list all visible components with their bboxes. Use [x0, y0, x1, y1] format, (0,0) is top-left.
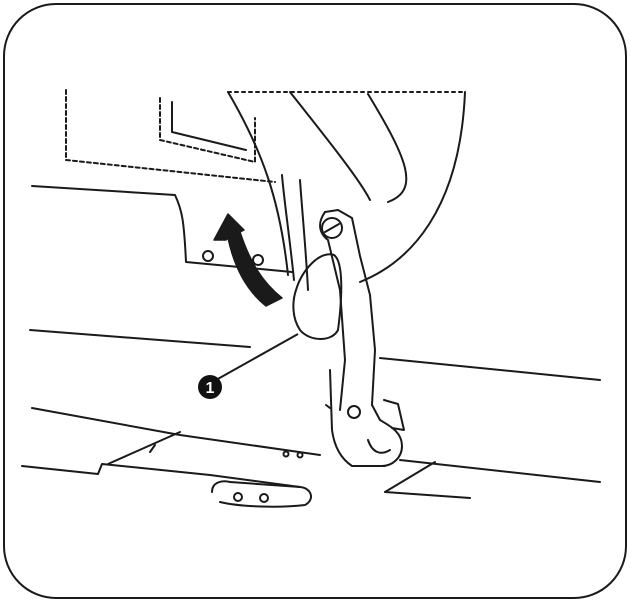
face-plate-right	[359, 91, 466, 283]
table-line-far-right	[384, 491, 471, 499]
callout-badge-1: 1	[198, 375, 222, 399]
callout-leader-line	[215, 333, 299, 381]
presser-bar	[324, 209, 376, 406]
presser-screw-slot	[324, 223, 340, 233]
plate-slot	[149, 444, 156, 453]
table-line-lower	[31, 407, 321, 456]
small-hole-a	[282, 450, 290, 458]
feed-plate	[211, 480, 312, 508]
presser-foot-toe	[367, 439, 391, 454]
bed-hole-1	[202, 250, 214, 262]
face-plate-inner	[289, 91, 371, 201]
small-hole-b	[296, 451, 304, 459]
face-plate-rim	[367, 93, 408, 203]
foot-detail	[325, 404, 331, 409]
callout-number: 1	[206, 380, 215, 397]
foot-guide-wire	[383, 399, 405, 431]
machine-arm	[65, 89, 276, 183]
presser-bar-housing-right	[299, 179, 309, 291]
presser-bar-left	[319, 211, 346, 411]
machine-line-art	[21, 89, 601, 508]
arm-window-inner	[171, 101, 247, 151]
rotation-arrow-up-icon	[213, 213, 283, 307]
bed-hole-2	[252, 254, 264, 266]
plate-hole-2	[259, 493, 269, 503]
table-line-diag	[384, 461, 436, 493]
arm-window	[159, 97, 256, 163]
table-line-bottom	[21, 463, 301, 488]
frame-border	[3, 3, 627, 599]
presser-screw-head	[321, 217, 343, 239]
presser-bar-housing	[281, 174, 295, 281]
throat-plate	[107, 431, 181, 465]
table-line-upper	[29, 329, 251, 348]
presser-foot-shank	[329, 369, 386, 467]
callout-badge-circle	[198, 375, 222, 399]
lifter-lever	[292, 253, 343, 340]
face-plate	[227, 91, 289, 276]
presser-foot-screw	[347, 405, 361, 419]
presser-foot-right	[371, 404, 403, 467]
table-line-right	[379, 357, 601, 381]
bed-back-edge	[31, 185, 293, 273]
plate-hole-1	[233, 492, 243, 502]
